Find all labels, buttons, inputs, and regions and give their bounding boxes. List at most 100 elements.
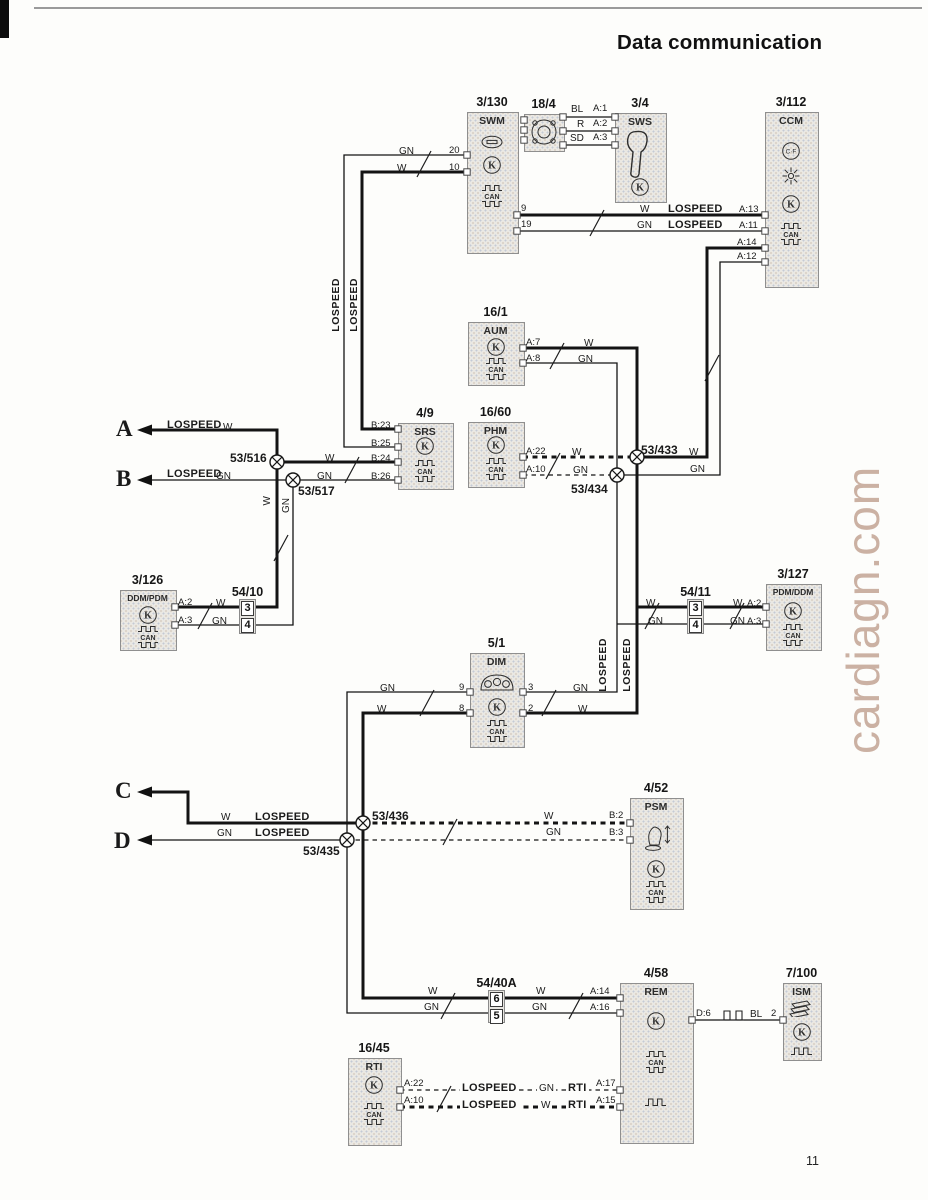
cable-marker-icon <box>273 534 289 562</box>
wire-label: W <box>539 1100 553 1111</box>
block-name-swm: SWM <box>479 115 505 127</box>
block-pdm-ddm <box>766 584 822 651</box>
cable-marker-icon <box>729 602 745 630</box>
pin-label: 10 <box>449 162 460 173</box>
pin-terminal <box>394 443 402 451</box>
pin-label: B:23 <box>371 420 391 431</box>
can-bus-icon: CAN <box>482 456 510 483</box>
wire-label: W <box>536 986 546 997</box>
pin-terminal <box>519 471 527 479</box>
junction-label: 53/517 <box>298 484 335 498</box>
block-ccm <box>765 112 819 288</box>
pin-terminal <box>520 136 528 144</box>
cable-marker-icon <box>442 818 458 846</box>
svg-text:CAN: CAN <box>488 467 503 474</box>
can-bus-icon: CAN <box>411 458 439 485</box>
wire-label: W <box>689 447 699 458</box>
splice-junction-icon <box>357 817 369 829</box>
pin-label: 19 <box>521 219 532 230</box>
svg-text:CAN: CAN <box>366 1112 381 1119</box>
svg-text:K: K <box>787 200 795 211</box>
connector-id: 54/10 <box>231 585 264 599</box>
k-circle-icon: K <box>482 155 503 176</box>
k-circle-icon: K <box>646 859 667 880</box>
pin-terminal <box>616 1103 624 1111</box>
pin-terminal <box>616 994 624 1002</box>
pin-label: A:12 <box>737 251 757 262</box>
block-psm <box>630 798 684 910</box>
square-wave-icon <box>789 1046 815 1057</box>
pin-terminal <box>394 425 402 433</box>
can-bus-icon: CAN <box>642 879 670 906</box>
block-id-ddm-pdm: 3/126 <box>131 573 164 587</box>
scan-hairline <box>34 7 922 9</box>
pin-label: 9 <box>521 203 527 214</box>
wire-segment <box>256 480 294 626</box>
pin-terminal <box>466 688 474 696</box>
k-circle-icon: K <box>781 194 802 215</box>
svg-text:K: K <box>492 343 500 354</box>
block-id-ism: 7/100 <box>785 966 818 980</box>
pin-label: A:2 <box>593 118 608 129</box>
cable-marker-icon <box>416 150 432 178</box>
pin-terminal <box>761 211 769 219</box>
pin-label: A:22 <box>526 446 546 457</box>
gear-selector-icon <box>625 129 655 181</box>
wire-label: LOSPEED <box>255 827 310 839</box>
pin-terminal <box>513 227 521 235</box>
wire-label: BL <box>750 1009 763 1020</box>
pin-terminal <box>519 709 527 717</box>
cable-marker-icon <box>545 452 561 480</box>
block-name-ism: ISM <box>792 986 811 998</box>
pin-terminal <box>394 476 402 484</box>
wire-label: LOSPEED <box>330 278 342 332</box>
svg-text:K: K <box>492 441 500 452</box>
wire-label: GN <box>317 471 332 482</box>
wire-label: LOSPEED <box>621 638 633 692</box>
climate-sun-icon <box>781 166 801 186</box>
wire-label: GN <box>380 683 395 694</box>
svg-text:K: K <box>789 607 797 618</box>
k-circle-icon: K <box>783 601 804 622</box>
block-id-aum: 16/1 <box>483 305 508 319</box>
block-id-sws: 3/4 <box>631 96 649 110</box>
k-circle-icon: K <box>630 177 651 198</box>
svg-text:CAN: CAN <box>417 469 432 476</box>
pin-label: A:11 <box>739 220 758 231</box>
wire-label: W <box>640 204 650 215</box>
wire-label: LOSPEED <box>167 468 222 480</box>
wire-segment <box>346 691 488 1014</box>
wire-label: LOSPEED <box>460 1082 519 1095</box>
block-id-srs: 4/9 <box>416 406 434 420</box>
wire-label: W <box>584 338 594 349</box>
block-name-ddm-pdm: DDM/PDM <box>127 593 168 603</box>
page-number: 11 <box>806 1154 819 1168</box>
pin-terminal <box>463 168 471 176</box>
connector-pin-3: 3 <box>689 601 702 616</box>
pin-label: A:13 <box>739 204 759 215</box>
pin-terminal <box>616 1086 624 1094</box>
block-rti <box>348 1058 402 1146</box>
can-bus-icon: CAN <box>779 622 807 649</box>
wire-segment <box>637 246 765 459</box>
svg-text:K: K <box>144 611 152 622</box>
junction-label: 53/433 <box>641 443 678 457</box>
pin-label: B:2 <box>609 810 624 821</box>
wire-segment <box>360 170 467 431</box>
cable-marker-icon <box>644 602 660 630</box>
can-bus-icon: CAN <box>777 221 805 248</box>
block-name-psm: PSM <box>644 801 668 813</box>
block-name-rti: RTI <box>365 1061 383 1073</box>
pin-terminal <box>519 344 527 352</box>
connector-id: 54/11 <box>680 585 711 599</box>
pin-terminal <box>171 621 179 629</box>
pin-label: B:3 <box>609 827 624 838</box>
pin-terminal <box>761 244 769 252</box>
cable-marker-icon <box>419 689 435 717</box>
wire-label: RTI <box>566 1099 589 1112</box>
pin-label: A:2 <box>747 598 762 609</box>
wire-segment <box>523 362 618 693</box>
cable-marker-icon <box>568 992 584 1020</box>
